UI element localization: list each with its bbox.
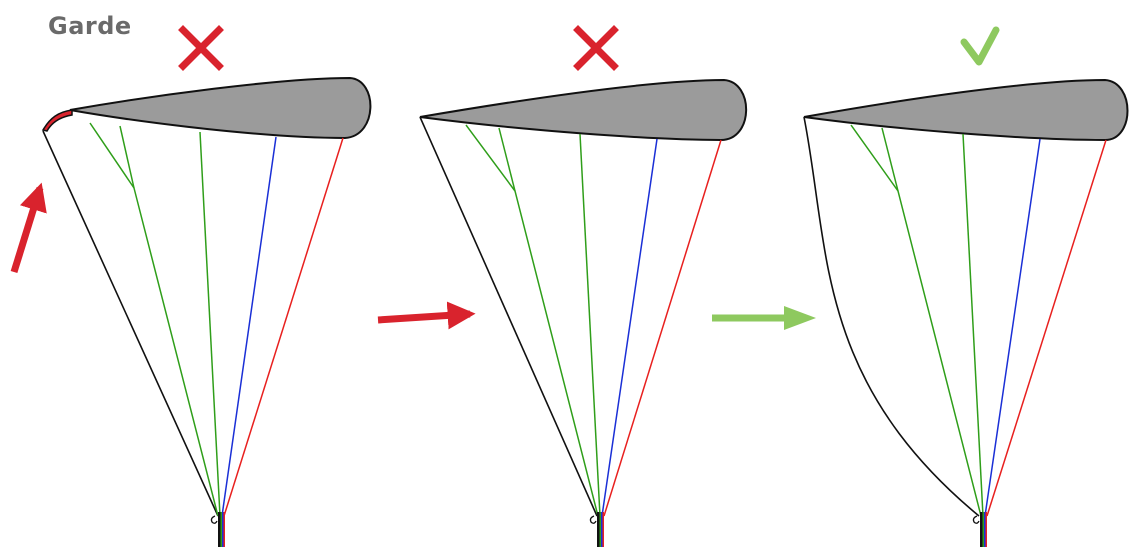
wing-profile-2 xyxy=(419,78,748,142)
line-a-2 xyxy=(419,116,598,517)
panel-2 xyxy=(377,78,748,547)
line-e-2 xyxy=(603,139,722,517)
line-e-3 xyxy=(986,139,1107,517)
pilot-1 xyxy=(210,512,225,547)
line-b2-2 xyxy=(498,127,516,192)
wind-arrow-right-red xyxy=(377,301,476,330)
wing-profile-3 xyxy=(803,78,1129,142)
wrong-mark-2 xyxy=(573,25,619,71)
line-d-1 xyxy=(221,136,277,517)
line-c-3 xyxy=(962,133,984,517)
wrong-mark-1 xyxy=(178,25,224,71)
page-title: Garde xyxy=(48,12,132,40)
collapsed-leading-edge xyxy=(41,109,73,132)
line-a-3 xyxy=(803,116,980,517)
panel-3 xyxy=(712,78,1129,547)
panel-1 xyxy=(10,76,372,547)
wind-arrow-up-right xyxy=(10,182,47,274)
line-c-1 xyxy=(199,131,221,517)
line-b2-3 xyxy=(881,127,899,192)
line-d-2 xyxy=(601,138,658,517)
line-b-2 xyxy=(465,124,599,517)
line-b-3 xyxy=(850,124,982,517)
wind-arrow-right-green xyxy=(712,306,816,330)
line-b2-1 xyxy=(119,125,135,189)
pilot-2 xyxy=(589,512,604,547)
wing-profile-1 xyxy=(69,76,372,140)
ok-mark xyxy=(960,26,1000,66)
pilot-3 xyxy=(972,512,987,547)
line-d-3 xyxy=(984,138,1041,517)
line-b-1 xyxy=(89,122,219,517)
line-c-2 xyxy=(579,133,601,517)
line-a-1 xyxy=(42,130,219,517)
line-e-1 xyxy=(223,137,344,517)
